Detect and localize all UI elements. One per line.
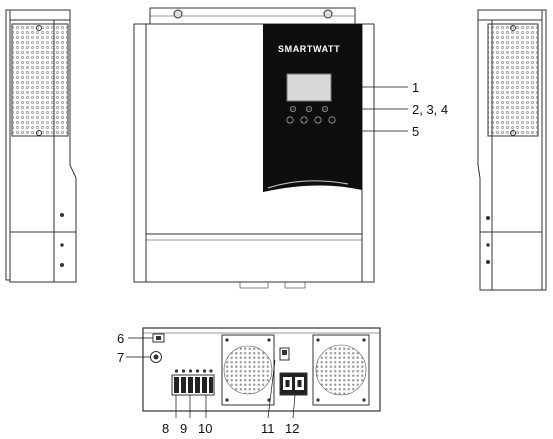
callout-2-3-4: 2, 3, 4: [412, 102, 448, 117]
left-side-view: [5, 9, 77, 283]
callout-6: 6: [117, 331, 124, 346]
callout-7: 7: [117, 350, 124, 365]
led-indicator: [321, 105, 329, 113]
function-button: [328, 116, 336, 124]
front-view: SMARTWATT: [133, 7, 375, 289]
left-vent-grille: [11, 23, 69, 137]
callout-8: 8: [162, 421, 169, 436]
lcd-display: [286, 73, 332, 102]
ac-terminal-block: [171, 369, 215, 396]
callout-10: 10: [198, 421, 212, 436]
function-button: [314, 116, 322, 124]
callout-1: 1: [412, 80, 419, 95]
function-button: [286, 116, 294, 124]
bottom-view: [142, 327, 381, 412]
callout-11: 11: [261, 421, 275, 436]
screw-icon: [36, 130, 42, 136]
led-indicator: [305, 105, 313, 113]
brand-logo: SMARTWATT: [278, 44, 340, 54]
right-vent-grille: [487, 23, 539, 137]
screw-icon: [36, 25, 42, 31]
callout-12: 12: [285, 421, 299, 436]
cooling-fan-left: [221, 334, 275, 406]
callout-9: 9: [180, 421, 187, 436]
led-indicator: [289, 105, 297, 113]
callout-5: 5: [412, 124, 419, 139]
right-side-view: [477, 9, 547, 291]
mount-hole-icon: [173, 9, 183, 19]
cooling-fan-right: [312, 334, 370, 406]
mount-hole-icon: [323, 9, 333, 19]
leader-lines: [126, 86, 408, 419]
function-button: [300, 116, 308, 124]
battery-terminals: [279, 372, 308, 396]
screw-icon: [510, 130, 516, 136]
screw-icon: [510, 25, 516, 31]
front-panel: [263, 24, 362, 192]
